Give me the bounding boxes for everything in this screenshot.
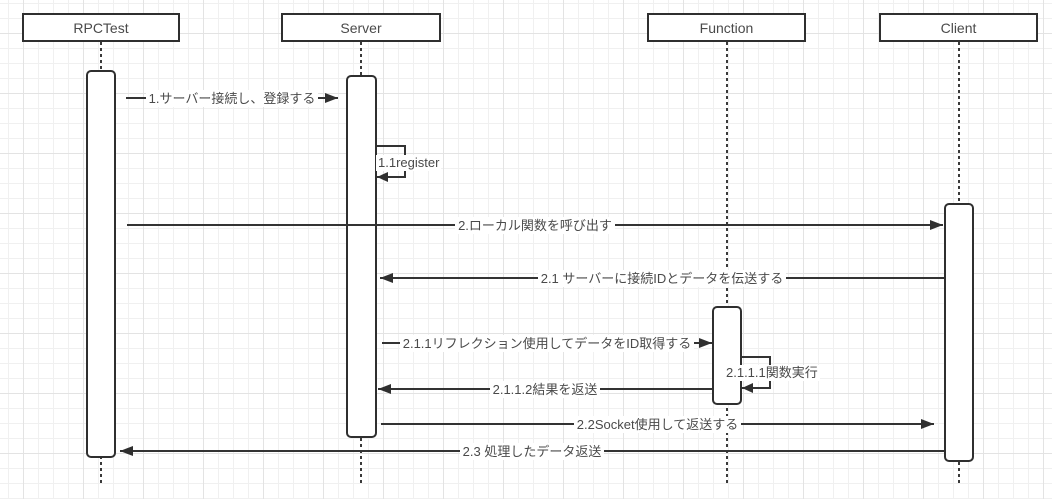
message-2[interactable]: 2.ローカル関数を呼び出す xyxy=(127,216,943,234)
arrowhead-left-icon xyxy=(742,383,753,393)
message-label: 1.サーバー接続し、登録する xyxy=(145,89,319,107)
message-2-2[interactable]: 2.2Socket使用して返送する xyxy=(381,415,934,433)
message-label: 1.1register xyxy=(376,155,442,171)
message-2-1-1-2[interactable]: 2.1.1.2結果を返送 xyxy=(378,380,712,398)
activation-server[interactable] xyxy=(346,75,377,438)
message-1[interactable]: 1.サーバー接続し、登録する xyxy=(126,89,338,107)
participant-client[interactable]: Client xyxy=(879,13,1038,42)
participant-label: Client xyxy=(940,19,977,36)
arrowhead-right-icon xyxy=(921,419,934,429)
arrowhead-left-icon xyxy=(120,446,133,456)
message-1-1-self[interactable]: 1.1register xyxy=(376,145,442,182)
lifeline-function xyxy=(726,42,728,486)
message-2-1-1[interactable]: 2.1.1リフレクション使用してデータをID取得する xyxy=(382,334,712,352)
arrowhead-right-icon xyxy=(699,338,712,348)
arrowhead-right-icon xyxy=(325,93,338,103)
message-label: 2.1.1.2結果を返送 xyxy=(489,380,601,398)
self-loop-top-line xyxy=(742,356,771,358)
self-loop-bottom-line xyxy=(742,387,771,389)
message-2-1[interactable]: 2.1 サーバーに接続IDとデータを伝送する xyxy=(380,269,944,287)
message-2-1-1-1-self[interactable]: 2.1.1.1関数実行 xyxy=(724,356,820,393)
message-label: 2.1.1リフレクション使用してデータをID取得する xyxy=(399,334,695,352)
message-label: 2.1 サーバーに接続IDとデータを伝送する xyxy=(537,269,787,287)
self-loop-top-line xyxy=(377,145,406,147)
participant-function[interactable]: Function xyxy=(647,13,806,42)
participant-label: Server xyxy=(340,19,382,36)
message-label: 2.ローカル関数を呼び出す xyxy=(455,216,615,234)
activation-client[interactable] xyxy=(944,203,974,462)
arrowhead-right-icon xyxy=(930,220,943,230)
arrowhead-left-icon xyxy=(380,273,393,283)
arrowhead-left-icon xyxy=(378,384,391,394)
participant-label: Function xyxy=(699,19,754,36)
message-label: 2.2Socket使用して返送する xyxy=(573,415,742,433)
activation-rpctest[interactable] xyxy=(86,70,116,458)
message-label: 2.1.1.1関数実行 xyxy=(724,365,820,381)
participant-rpctest[interactable]: RPCTest xyxy=(22,13,180,42)
participant-label: RPCTest xyxy=(73,19,129,36)
arrowhead-left-icon xyxy=(377,172,388,182)
participant-server[interactable]: Server xyxy=(281,13,441,42)
activation-function[interactable] xyxy=(712,306,742,405)
self-loop-bottom-line xyxy=(377,176,406,178)
message-label: 2.3 処理したデータ返送 xyxy=(459,442,605,460)
message-2-3[interactable]: 2.3 処理したデータ返送 xyxy=(120,442,944,460)
